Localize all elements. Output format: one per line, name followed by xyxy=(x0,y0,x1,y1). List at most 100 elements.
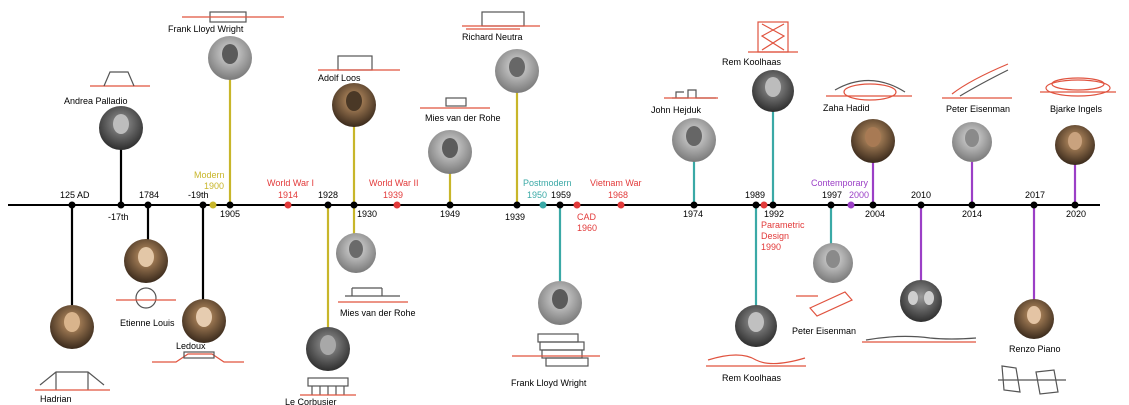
year-label: 2020 xyxy=(1066,209,1086,219)
dot-1990 xyxy=(760,201,768,209)
sketch-ledoux xyxy=(152,351,244,363)
portrait-koolhaas1 xyxy=(752,70,794,112)
stems xyxy=(70,78,1077,328)
event-ww1-year: 1914 xyxy=(278,190,298,200)
event-cad-year: 1960 xyxy=(577,223,597,233)
portrait-mies1 xyxy=(428,130,472,174)
event-ww1: World War I xyxy=(267,178,314,188)
portrait-etienne xyxy=(124,239,168,283)
name-hadrian: Hadrian xyxy=(40,394,72,404)
event-parametric: Design xyxy=(761,231,789,241)
year-label: 1928 xyxy=(318,190,338,200)
era-contemporary-year: 2000 xyxy=(849,190,869,200)
sketch-neutra xyxy=(462,11,540,30)
architect-names: Hadrian Andrea Palladio Etienne Louis Le… xyxy=(40,24,1103,405)
dot-1950 xyxy=(539,201,547,209)
name-etienne: Etienne Louis xyxy=(120,318,175,328)
portrait-corbusier xyxy=(306,327,350,371)
sketch-hejduk xyxy=(664,89,718,99)
sketch-mies1 xyxy=(420,97,490,109)
portrait-koolhaas2 xyxy=(735,305,777,347)
dot-1928 xyxy=(324,201,332,209)
name-ledoux: Ledoux xyxy=(176,341,206,351)
portrait-eisenman1 xyxy=(813,243,853,283)
era-labels: Modern 1900 Postmodern 1950 Contemporary… xyxy=(194,170,869,200)
dot-125 xyxy=(68,201,76,209)
name-hejduk: John Hejduk xyxy=(651,105,702,115)
sketch-hadid xyxy=(826,79,912,101)
name-corbusier: Le Corbusier xyxy=(285,397,337,405)
year-dots xyxy=(68,201,1079,209)
name-neutra: Richard Neutra xyxy=(462,32,523,42)
portrait-neutra xyxy=(495,49,539,93)
era-contemporary: Contemporary xyxy=(811,178,869,188)
dot-1968 xyxy=(617,201,625,209)
name-koolhaas2: Rem Koolhaas xyxy=(722,373,782,383)
dot-1914 xyxy=(284,201,292,209)
year-label: 1930 xyxy=(357,209,377,219)
portraits xyxy=(50,36,1095,371)
event-labels: World War I 1914 World War II 1939 Vietn… xyxy=(267,178,805,252)
era-postmodern: Postmodern xyxy=(523,178,572,188)
dot-1930 xyxy=(350,201,358,209)
era-modern-year: 1900 xyxy=(204,181,224,191)
building-sketches xyxy=(35,11,1116,396)
sketch-eisenman1 xyxy=(796,291,853,317)
event-parametric-year: 1990 xyxy=(761,242,781,252)
portrait-hadid xyxy=(851,119,895,163)
year-label: 1989 xyxy=(745,190,765,200)
era-modern: Modern xyxy=(194,170,225,180)
name-piano: Renzo Piano xyxy=(1009,344,1061,354)
dot-1939 xyxy=(513,201,521,209)
dot-2000 xyxy=(847,201,855,209)
portrait-piano xyxy=(1014,299,1054,339)
name-koolhaas1: Rem Koolhaas xyxy=(722,57,782,67)
year-label: -19th xyxy=(188,190,209,200)
event-ww2: World War II xyxy=(369,178,419,188)
name-eisenman1: Peter Eisenman xyxy=(792,326,856,336)
event-cad: CAD xyxy=(577,212,597,222)
year-label: 125 AD xyxy=(60,190,90,200)
name-ingels: Bjarke Ingels xyxy=(1050,104,1103,114)
portrait-loos xyxy=(332,83,376,127)
year-label: 2014 xyxy=(962,209,982,219)
name-wright2: Frank Lloyd Wright xyxy=(511,378,587,388)
name-loos: Adolf Loos xyxy=(318,73,361,83)
dot-19th xyxy=(199,201,207,209)
year-labels: 125 AD -17th 1784 -19th 1905 1928 1930 1… xyxy=(60,190,1086,222)
sketch-piano xyxy=(998,365,1066,395)
sketch-eisenman2 xyxy=(942,63,1012,99)
name-wright1: Frank Lloyd Wright xyxy=(168,24,244,34)
sketch-koolhaas2 xyxy=(706,354,806,367)
portrait-mies2 xyxy=(336,233,376,273)
dot-1992 xyxy=(769,201,777,209)
portrait-hadrian xyxy=(50,305,94,349)
dot-2020 xyxy=(1071,201,1079,209)
portrait-wright1 xyxy=(208,36,252,80)
dot-1974 xyxy=(690,201,698,209)
dot-1959 xyxy=(556,201,564,209)
year-label: 2010 xyxy=(911,190,931,200)
dot-1939ww xyxy=(393,201,401,209)
dot-cad xyxy=(573,201,581,209)
dot-1989 xyxy=(752,201,760,209)
portrait-eisenman2 xyxy=(952,122,992,162)
year-label: -17th xyxy=(108,212,129,222)
sketch-wright2 xyxy=(512,333,600,367)
year-label: 2017 xyxy=(1025,190,1045,200)
event-parametric: Parametric xyxy=(761,220,805,230)
sketch-palladio xyxy=(90,71,150,87)
dot-2004 xyxy=(869,201,877,209)
portrait-palladio xyxy=(99,106,143,150)
year-label: 2004 xyxy=(865,209,885,219)
sketch-koolhaas1 xyxy=(748,21,798,53)
year-label: 1784 xyxy=(139,190,159,200)
sketch-wright1 xyxy=(182,11,284,23)
dot-2014 xyxy=(968,201,976,209)
sketch-loos xyxy=(318,55,400,71)
event-vietnam-year: 1968 xyxy=(608,190,628,200)
sketch-hadrian xyxy=(35,371,110,391)
year-label: 1974 xyxy=(683,209,703,219)
year-label: 1939 xyxy=(505,212,525,222)
